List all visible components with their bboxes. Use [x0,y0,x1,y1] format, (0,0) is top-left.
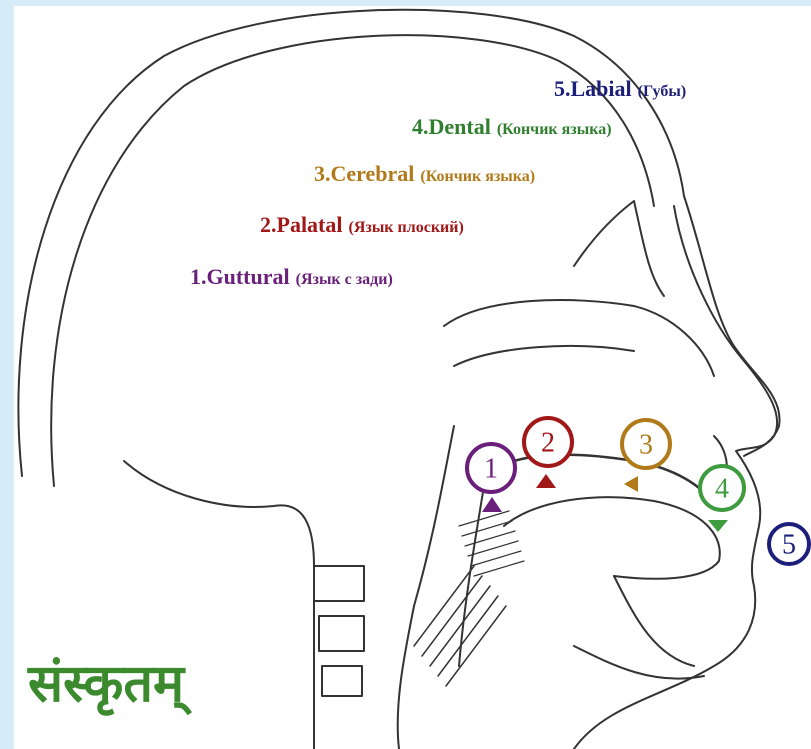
label-labial: 5.Labial (Губы) [554,76,686,102]
badge-dental-number: 4 [715,474,729,505]
label-labial-name: Labial [571,76,632,101]
label-palatal-russian: (Язык плоский) [349,219,464,236]
label-cerebral-name: Cerebral [331,161,415,186]
chin-throat [574,576,704,679]
badge-guttural-number: 1 [484,454,498,485]
badge-palatal: 2 [524,418,572,488]
badge-dental: 4 [700,466,744,532]
label-dental-name: Dental [429,114,491,139]
badge-cerebral-number: 3 [639,430,653,461]
badge-labial-number: 5 [782,530,796,561]
label-guttural-russian: (Язык с зади) [296,271,393,288]
label-cerebral-number: 3. [314,161,331,186]
badge-cerebral-arrow [624,476,638,492]
tongue [504,497,720,579]
label-palatal-number: 2. [260,212,277,237]
vertebra [314,566,364,601]
diagram-canvas: 1 2 3 4 5 5.Labial (Губы) 4.Dental (Кончик… [14,6,811,749]
label-dental-russian: (Кончик языка) [497,121,612,138]
label-guttural-number: 1. [190,264,207,289]
label-palatal: 2.Palatal (Язык плоский) [260,212,464,238]
nasal-cavity [444,300,714,376]
palate-line [484,455,714,506]
label-dental-number: 4. [412,114,429,139]
label-labial-number: 5. [554,76,571,101]
label-cerebral: 3.Cerebral (Кончик языка) [314,161,535,187]
badge-palatal-number: 2 [541,428,555,459]
label-guttural-name: Guttural [207,264,290,289]
badge-cerebral: 3 [622,420,670,492]
label-palatal-name: Palatal [277,212,343,237]
badge-labial: 5 [769,524,809,564]
label-dental: 4.Dental (Кончик языка) [412,114,612,140]
badge-palatal-arrow [536,474,556,488]
badge-guttural: 1 [467,444,515,512]
label-cerebral-russian: (Кончик языка) [420,168,535,185]
label-guttural: 1.Guttural (Язык с зади) [190,264,393,290]
face-profile [574,206,777,749]
label-labial-russian: (Губы) [638,83,687,100]
badge-guttural-arrow [482,497,502,512]
inner-skull-outline [51,35,654,486]
sanskrit-title: संस्कृतम् [28,646,184,717]
